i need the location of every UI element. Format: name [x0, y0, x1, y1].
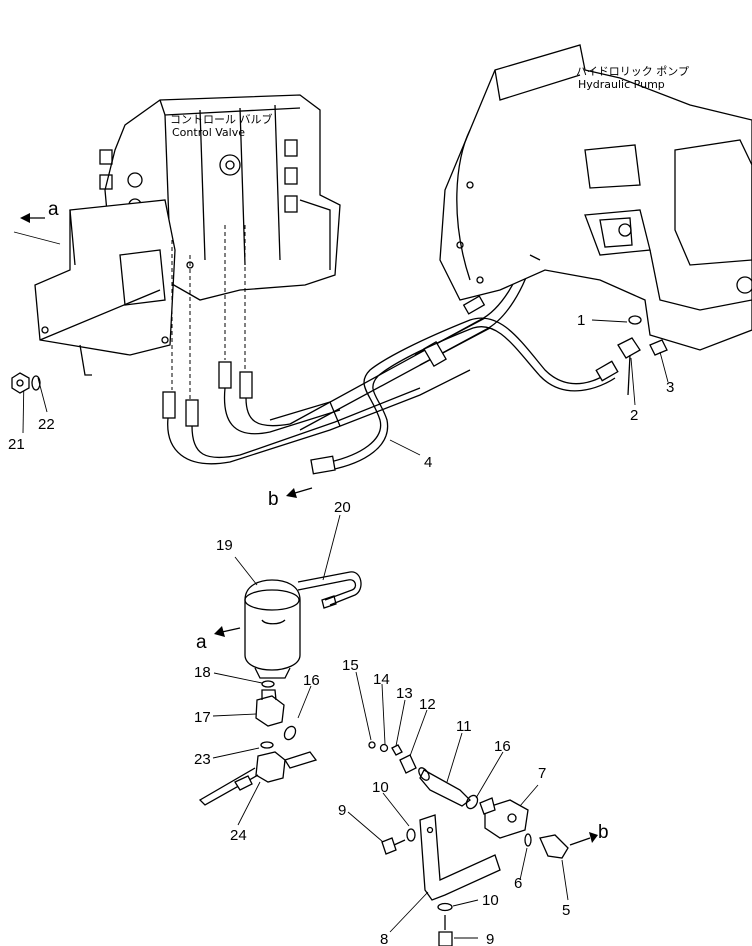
- o-ring-16a: [283, 725, 297, 741]
- o-ring-6: [524, 833, 532, 847]
- port-leaders: [171, 225, 246, 400]
- hydraulic-pump: ハイドロリック ポンプ Hydraulic Pump: [439, 44, 752, 351]
- washer-22: [31, 375, 41, 391]
- washer-10b: [437, 902, 453, 912]
- callout-3: 3: [666, 379, 674, 396]
- callout-5: 5: [562, 902, 570, 919]
- ref-label-b-low: b: [598, 822, 609, 843]
- ref-arrow-b-low: b: [569, 822, 609, 846]
- block-7: [479, 797, 529, 839]
- ref-label-b-mid: b: [268, 489, 279, 510]
- ref-label-a-low: a: [196, 632, 207, 653]
- callout-24: 24: [230, 827, 247, 844]
- bolt-9b: [438, 915, 453, 946]
- ref-arrow-b-mid: b: [268, 487, 313, 510]
- ref-arrow-a-top: a: [13, 199, 61, 245]
- nut-21: [11, 372, 30, 394]
- hydraulic-pump-caption-en: Hydraulic Pump: [578, 78, 665, 91]
- callout-18: 18: [194, 664, 211, 681]
- callout-numbers: 1 2 3 4 5 6 7 8 9 9 10 10 11 12 13 14 15…: [8, 312, 674, 946]
- callout-19: 19: [216, 537, 233, 554]
- tee-24: [198, 751, 318, 806]
- callout-14: 14: [373, 671, 390, 688]
- control-valve-caption-jp: コントロール バルブ: [170, 112, 273, 126]
- callout-4: 4: [424, 454, 432, 471]
- callout-21: 21: [8, 436, 25, 453]
- callout-16b: 16: [494, 738, 511, 755]
- callout-10b: 10: [482, 892, 499, 909]
- callout-12: 12: [419, 696, 436, 713]
- hose-4: [310, 317, 619, 475]
- small-parts-12-15: [368, 741, 417, 774]
- callout-15: 15: [342, 657, 359, 674]
- ref-label-a-top: a: [48, 199, 59, 220]
- accumulator-19: [244, 579, 301, 679]
- elbow-5: [539, 834, 569, 859]
- hose-fittings: [162, 361, 253, 427]
- ref-arrow-a-low: a: [196, 626, 241, 653]
- callout-10a: 10: [372, 779, 389, 796]
- callout-13: 13: [396, 685, 413, 702]
- elbow-17: [255, 689, 285, 727]
- callout-1: 1: [577, 312, 585, 329]
- callout-11: 11: [456, 718, 472, 735]
- pump-fittings: [617, 315, 668, 396]
- pipe-20: [297, 571, 362, 609]
- bolt-9a: [381, 837, 406, 855]
- o-ring-18: [261, 680, 275, 688]
- control-valve-caption-en: Control Valve: [172, 126, 245, 139]
- callout-2: 2: [630, 407, 638, 424]
- o-ring-16b: [465, 794, 479, 810]
- callout-17: 17: [194, 709, 211, 726]
- callout-8: 8: [380, 931, 388, 946]
- callout-9b: 9: [486, 931, 494, 946]
- callout-23: 23: [194, 751, 211, 768]
- callout-16a: 16: [303, 672, 320, 689]
- callout-7: 7: [538, 765, 546, 782]
- callout-6: 6: [514, 875, 522, 892]
- hydraulic-pump-caption-jp: ハイドロリック ポンプ: [576, 65, 689, 78]
- callout-20: 20: [334, 499, 351, 516]
- leader-lines: [22, 319, 669, 939]
- sleeve-11: [418, 767, 471, 807]
- callout-9a: 9: [338, 802, 346, 819]
- callout-22: 22: [38, 416, 55, 433]
- washer-10a: [406, 828, 416, 842]
- valve-bracket: [34, 199, 194, 376]
- o-ring-23: [260, 741, 274, 749]
